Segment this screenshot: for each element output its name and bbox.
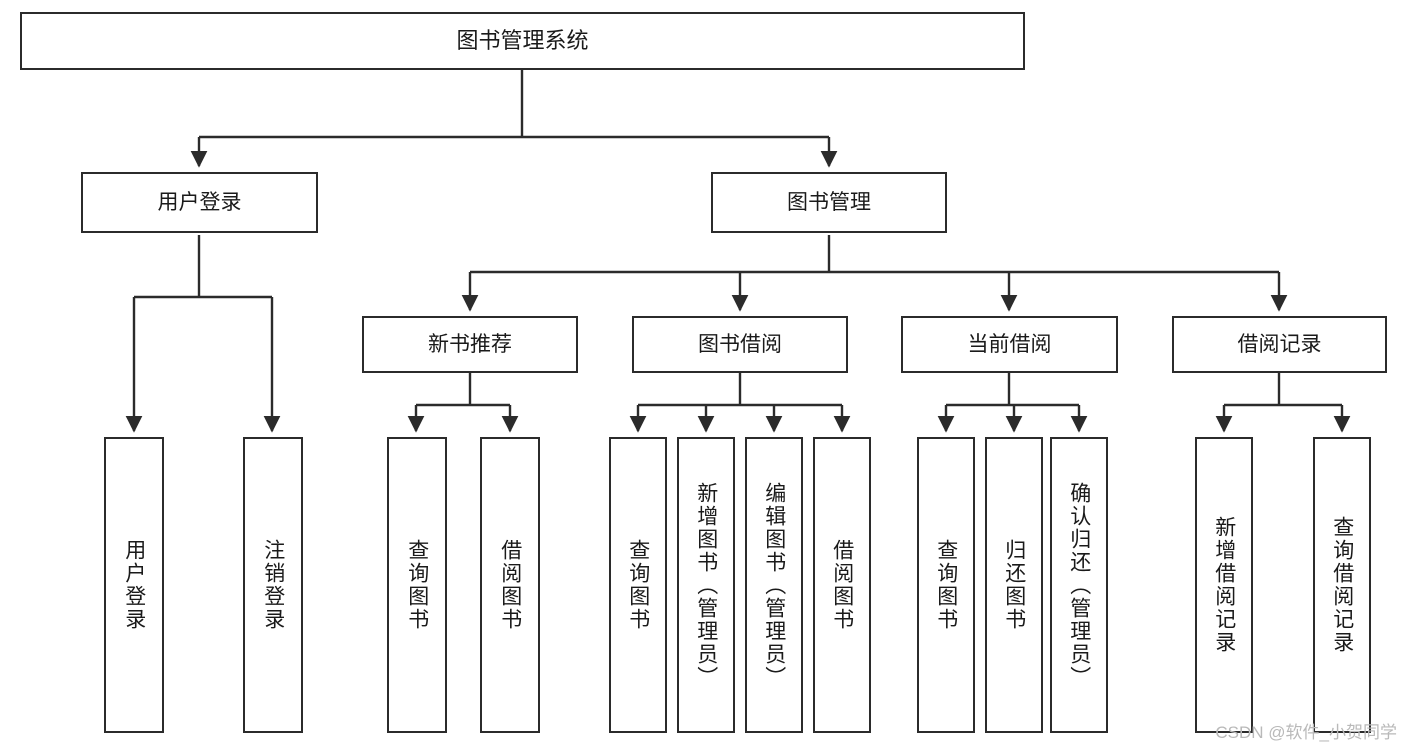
node-leaf-logout-label: 注销登录 <box>261 539 285 631</box>
node-root-label: 图书管理系统 <box>456 27 589 53</box>
node-user-login-label: 用户登录 <box>157 190 242 214</box>
node-leaf-query-book-3-label: 查询图书 <box>934 539 958 631</box>
node-leaf-logout[interactable]: 注销登录 <box>243 437 303 733</box>
node-leaf-query-book-1[interactable]: 查询图书 <box>387 437 447 733</box>
node-leaf-query-book-1-label: 查询图书 <box>405 539 429 631</box>
node-leaf-query-record[interactable]: 查询借阅记录 <box>1313 437 1371 733</box>
node-book-manage[interactable]: 图书管理 <box>711 172 947 233</box>
node-leaf-confirm-return-label: 确认归还（管理员） <box>1067 481 1091 689</box>
node-book-borrow[interactable]: 图书借阅 <box>632 316 848 373</box>
node-leaf-user-login[interactable]: 用户登录 <box>104 437 164 733</box>
node-current-borrow[interactable]: 当前借阅 <box>901 316 1118 373</box>
node-leaf-query-book-2[interactable]: 查询图书 <box>609 437 667 733</box>
node-user-login[interactable]: 用户登录 <box>81 172 318 233</box>
node-leaf-borrow-book-1[interactable]: 借阅图书 <box>480 437 540 733</box>
node-leaf-add-record-label: 新增借阅记录 <box>1212 516 1236 654</box>
node-new-book-recommend[interactable]: 新书推荐 <box>362 316 578 373</box>
node-leaf-confirm-return[interactable]: 确认归还（管理员） <box>1050 437 1108 733</box>
node-leaf-edit-book-label: 编辑图书（管理员） <box>762 481 786 689</box>
node-leaf-borrow-book-1-label: 借阅图书 <box>498 539 522 631</box>
node-leaf-add-book[interactable]: 新增图书（管理员） <box>677 437 735 733</box>
node-leaf-edit-book[interactable]: 编辑图书（管理员） <box>745 437 803 733</box>
node-book-borrow-label: 图书借阅 <box>698 332 782 356</box>
node-current-borrow-label: 当前借阅 <box>967 332 1052 356</box>
node-leaf-borrow-book-2-label: 借阅图书 <box>830 539 854 631</box>
node-leaf-add-book-label: 新增图书（管理员） <box>694 481 718 689</box>
node-borrow-record-label: 借阅记录 <box>1237 332 1322 356</box>
node-new-book-recommend-label: 新书推荐 <box>428 332 512 356</box>
node-borrow-record[interactable]: 借阅记录 <box>1172 316 1387 373</box>
node-leaf-query-book-3[interactable]: 查询图书 <box>917 437 975 733</box>
node-leaf-query-record-label: 查询借阅记录 <box>1330 516 1354 654</box>
node-leaf-borrow-book-2[interactable]: 借阅图书 <box>813 437 871 733</box>
node-leaf-query-book-2-label: 查询图书 <box>626 539 650 631</box>
node-leaf-user-login-label: 用户登录 <box>122 539 146 631</box>
node-leaf-return-book-label: 归还图书 <box>1002 539 1026 631</box>
node-book-manage-label: 图书管理 <box>787 190 871 214</box>
node-leaf-return-book[interactable]: 归还图书 <box>985 437 1043 733</box>
node-leaf-add-record[interactable]: 新增借阅记录 <box>1195 437 1253 733</box>
node-root[interactable]: 图书管理系统 <box>20 12 1025 70</box>
